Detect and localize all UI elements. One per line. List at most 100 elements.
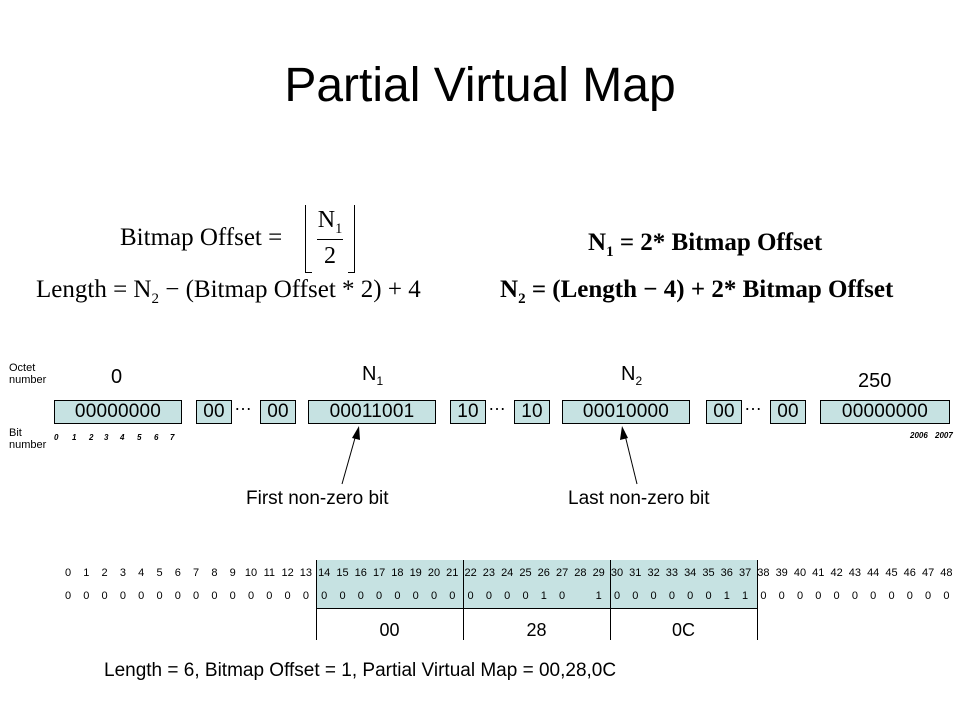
bit-index-cell: 25 [519,567,532,579]
octet-box-1: 00 [196,400,232,424]
bit-number-6: 6 [154,433,159,442]
bit-value-cell: 1 [540,590,547,602]
bit-value-cell: 0 [668,590,675,602]
bit-index-cell: 45 [885,567,898,579]
bit-number-7: 7 [170,433,175,442]
bit-value-cell: 0 [559,590,566,602]
floor-fraction: N1 2 [305,205,355,273]
bit-index-cell: 7 [193,567,200,579]
bit-value-cell: 0 [760,590,767,602]
bit-number-5: 5 [137,433,142,442]
bit-index-cell: 17 [372,567,386,579]
bit-value-cell: 0 [851,590,858,602]
bit-value-cell: 0 [650,590,657,602]
bit-value-cell: 0 [394,590,401,602]
bit-value-cell: 0 [705,590,712,602]
bit-index-cell: 11 [263,567,275,579]
bit-number-2007: 2007 [935,431,953,440]
bit-value-cell: 0 [193,590,200,602]
bit-index-cell: 33 [665,567,679,579]
bit-value-cell: 0 [156,590,163,602]
bit-index-cell: 14 [318,567,331,579]
highlighted-bits-region [316,560,757,608]
bit-number-3: 3 [104,433,109,442]
bit-number-0: 0 [54,433,59,442]
octet-label-n1-main: N [362,363,377,385]
bit-value-cell: 0 [888,590,895,602]
bit-value-cell: 0 [321,590,328,602]
bit-number-label: Bit number [9,427,47,451]
bit-index-cell: 10 [244,567,258,579]
n2-formula-sub: 2 [518,291,526,307]
n1-formula-sub: 1 [606,244,614,260]
length-formula-lhs: Length = N [36,276,152,303]
octet-box-2: 00 [260,400,296,424]
bit-index-cell: 41 [812,567,825,579]
bit-index-cell: 29 [592,567,605,579]
ellipsis-2: … [488,394,507,414]
bit-index-cell: 19 [409,567,422,579]
bit-index-cell: 1 [83,567,90,579]
bit-value-cell: 0 [906,590,913,602]
bit-value-cell: 0 [778,590,785,602]
bit-index-cell: 40 [793,567,807,579]
bit-value-cell: 0 [943,590,950,602]
bit-value-cell: 0 [119,590,126,602]
bit-index-cell: 18 [391,567,404,579]
octet-box-250: 00000000 [820,400,950,424]
bit-value-cell: 0 [833,590,840,602]
bit-index-cell: 21 [446,567,459,579]
fraction-denominator: 2 [324,243,336,269]
bit-index-cell: 6 [174,567,181,579]
bit-index-cell: 39 [775,567,788,579]
bit-value-cell: 0 [412,590,419,602]
summary-text: Length = 6, Bitmap Offset = 1, Partial V… [104,660,617,681]
bit-value-cell: 0 [870,590,877,602]
bit-value-cell: 0 [229,590,236,602]
fraction-numerator-sub: 1 [335,220,343,237]
bit-index-cell: 36 [720,567,733,579]
bit-value-cell: 0 [504,590,511,602]
n1-formula: N1 = 2* Bitmap Offset [588,229,822,261]
bit-index-cell: 5 [156,567,163,579]
octet-box-n2: 00010000 [562,400,690,424]
octet-box-0: 00000000 [54,400,182,424]
bit-index-cell: 27 [555,567,569,579]
length-formula: Length = N2 − (Bitmap Offset * 2) + 4 [36,276,421,308]
bit-number-4: 4 [120,433,125,442]
bit-value-cell: 0 [467,590,474,602]
length-formula-sub: 2 [151,291,159,307]
octet-label-n2: N2 [621,363,642,388]
group-divider-1 [463,560,464,640]
group-divider-2 [610,560,611,640]
bit-index-cell: 12 [281,567,294,579]
bit-index-cell: 32 [647,567,660,579]
bit-value-cell: 0 [449,590,456,602]
bit-index-cell: 26 [537,567,550,579]
last-nonzero-bit-label: Last non-zero bit [568,488,710,509]
bit-number-2006: 2006 [910,431,928,440]
bit-value-cell: 0 [247,590,255,602]
fraction-numerator: N [317,207,336,233]
octet-label-n1: N1 [362,363,383,388]
bit-value-cell: 0 [522,590,529,602]
bit-index-cell: 37 [738,567,752,579]
bit-index-cell: 46 [903,567,916,579]
bit-index-cell: 16 [354,567,367,579]
first-bit-arrowhead [352,426,360,440]
bit-value-cell: 1 [595,590,602,602]
bitmap-offset-formula-label: Bitmap Offset = [120,224,283,251]
bit-index-cell: 3 [119,567,126,579]
octet-number-label: Octet number [9,362,47,386]
bit-value-cell: 0 [815,590,822,602]
bit-value-cell: 0 [796,590,804,602]
bit-index-cell: 13 [299,567,313,579]
bit-value-cell: 1 [723,590,730,602]
bit-index-cell: 47 [921,567,935,579]
bit-index-cell: 0 [64,567,72,579]
slide-title: Partial Virtual Map [284,59,676,112]
group-divider-3 [757,560,758,640]
bit-index-cell: 2 [101,567,108,579]
n2-formula: N2 = (Length − 4) + 2* Bitmap Offset [500,276,893,308]
